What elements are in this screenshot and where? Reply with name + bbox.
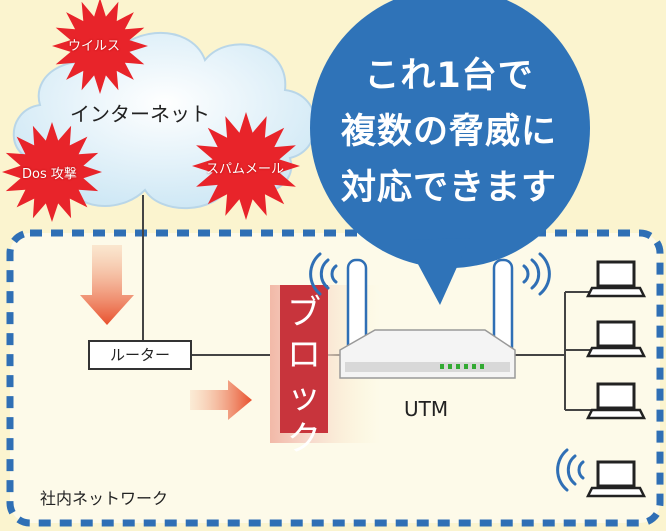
block-char-3: ッ xyxy=(287,377,321,417)
laptop-icon xyxy=(585,382,647,420)
spam-mail-label: スパムメール xyxy=(206,162,285,177)
internet-label: インターネット xyxy=(70,102,210,126)
router-box: ルーター xyxy=(88,340,192,370)
dos-attack-label: Dos 攻撃 xyxy=(22,167,77,182)
virus-label: ウイルス xyxy=(68,39,121,54)
block-char-4: ク xyxy=(287,419,321,459)
bubble-line-1: これ1台で xyxy=(364,56,534,96)
laptop-icon xyxy=(585,460,647,498)
bubble-line-3: 対応できます xyxy=(340,168,557,208)
threat-right-arrow xyxy=(190,380,252,420)
spam-burst-icon xyxy=(192,112,300,220)
block-band xyxy=(280,285,328,433)
dos-burst-icon xyxy=(2,122,102,222)
laptop-icon xyxy=(585,320,647,358)
block-char-1: ブ xyxy=(287,293,321,333)
block-char-2: ロ xyxy=(287,335,321,375)
bubble-line-2: 複数の脅威に xyxy=(340,112,557,152)
wifi-icon xyxy=(309,252,551,296)
utm-appliance-icon xyxy=(339,258,516,379)
wifi-icon xyxy=(556,448,585,492)
virus-burst-icon xyxy=(52,0,148,94)
speech-bubble xyxy=(310,0,590,305)
network-label: 社内ネットワーク xyxy=(40,489,169,508)
threat-down-arrow xyxy=(80,245,134,325)
block-label: ブ ロ ッ ク xyxy=(280,292,328,460)
laptop-icon xyxy=(585,260,647,298)
bubble-message: これ1台で 複数の脅威に 対応できます xyxy=(318,48,580,216)
utm-label: UTM xyxy=(404,397,449,421)
